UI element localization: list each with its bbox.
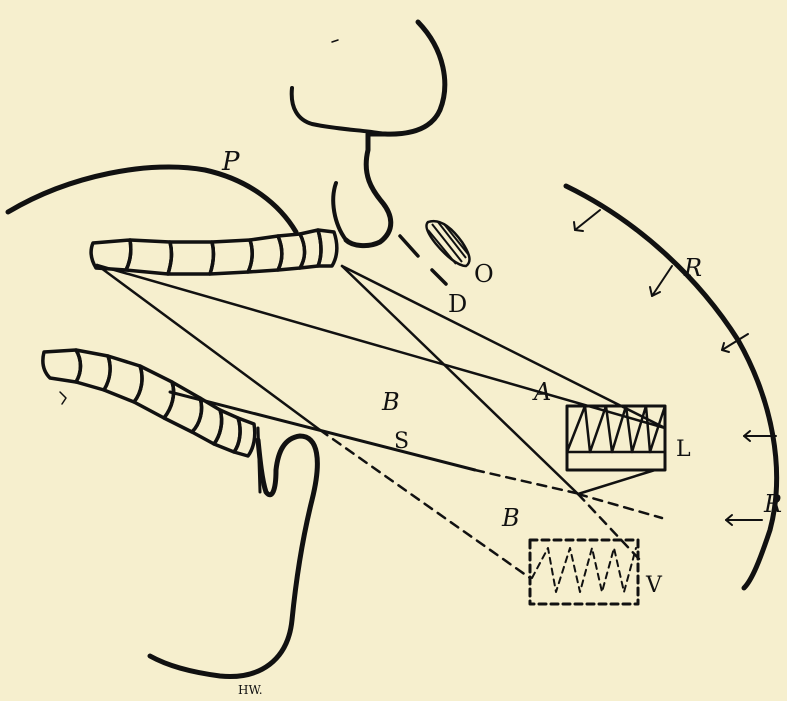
upper-teeth [91,230,337,274]
label-B-upper: B [381,388,400,416]
curve-R [566,186,777,588]
lower-teeth [43,350,255,456]
label-R-upper: R [683,254,702,282]
muscle-block-L [567,406,665,470]
label-B-lower: B [501,504,520,532]
palate-curve [8,167,296,232]
structure-O [426,221,469,266]
label-V: V [645,573,663,598]
scribble-mark [60,392,66,404]
label-S: S [394,429,409,454]
label-O: O [474,260,494,288]
label-P: P [221,147,240,177]
label-A: A [532,378,551,406]
muscle-lines-solid [97,265,665,494]
tick-mark [332,40,338,42]
label-R-lower: R [763,490,782,518]
lower-lip-chin [150,436,317,677]
label-L: L [676,437,691,462]
incisor-root [258,428,260,492]
muscle-block-V [530,540,638,604]
label-D: D [448,290,467,318]
artist-signature: HW. [238,683,263,697]
nose-profile [346,22,445,246]
force-arrows [574,210,776,525]
nostril [292,88,385,134]
